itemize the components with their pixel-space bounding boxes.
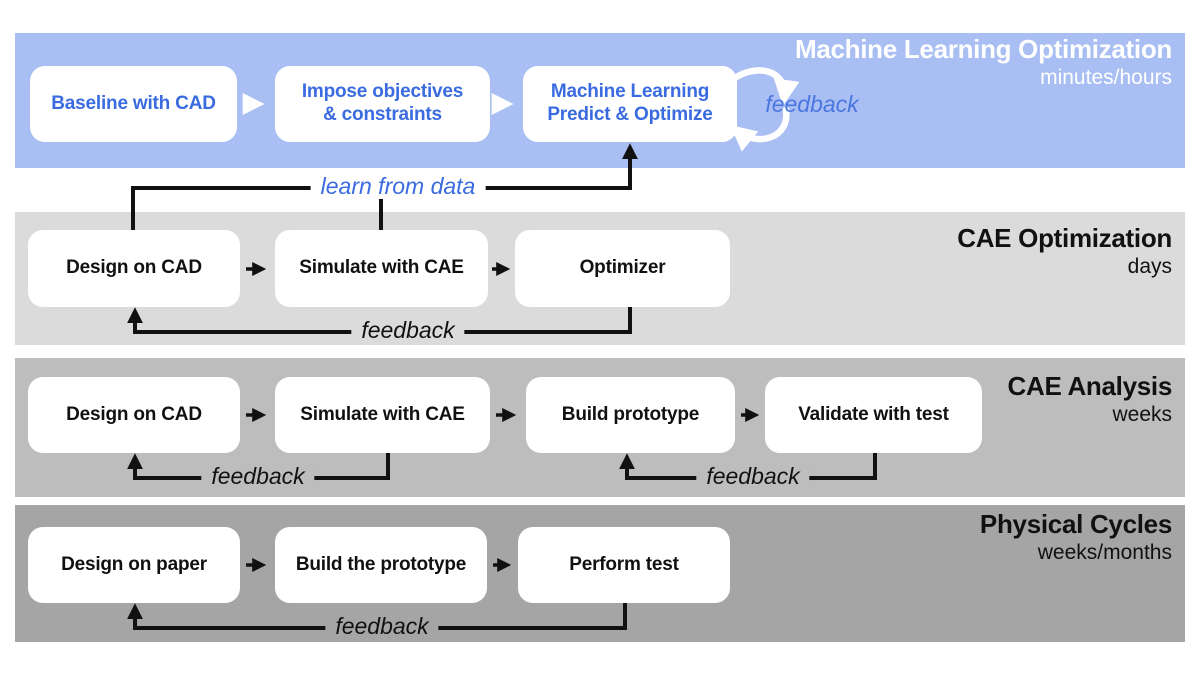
node-build-the-prototype: Build the prototype [275, 527, 487, 603]
cae-opt-feedback-label: feedback [351, 317, 465, 344]
node-design-on-cad-analysis: Design on CAD [28, 377, 240, 453]
node-build-prototype: Build prototype [526, 377, 735, 453]
cae-analysis-feedback-left-label: feedback [201, 463, 315, 490]
band-title: Physical Cycles [979, 509, 1172, 539]
node-ml-predict-optimize: Machine Learning Predict & Optimize [523, 66, 737, 142]
band-heading: CAE Analysis weeks [1007, 371, 1173, 427]
learn-from-data-label: learn from data [310, 173, 486, 200]
physical-feedback-label: feedback [325, 613, 439, 640]
node-design-on-cad-opt: Design on CAD [28, 230, 240, 307]
node-baseline-with-cad: Baseline with CAD [30, 66, 237, 142]
band-heading: Physical Cycles weeks/months [979, 509, 1172, 565]
cae-analysis-feedback-right-label: feedback [696, 463, 810, 490]
band-title: CAE Analysis [1007, 371, 1173, 401]
band-heading: CAE Optimization days [957, 223, 1172, 279]
band-heading: Machine Learning Optimization minutes/ho… [795, 34, 1172, 90]
node-optimizer: Optimizer [515, 230, 730, 307]
band-subtitle: minutes/hours [1040, 66, 1172, 90]
ml-feedback-label: feedback [765, 91, 859, 117]
node-design-on-paper: Design on paper [28, 527, 240, 603]
band-subtitle: weeks/months [1037, 541, 1172, 565]
node-validate-with-test: Validate with test [765, 377, 982, 453]
node-simulate-with-cae-opt: Simulate with CAE [275, 230, 488, 307]
band-subtitle: days [1127, 255, 1172, 279]
node-simulate-with-cae-analysis: Simulate with CAE [275, 377, 490, 453]
node-perform-test: Perform test [518, 527, 730, 603]
band-title: Machine Learning Optimization [795, 34, 1172, 64]
node-impose-objectives-constraints: Impose objectives & constraints [275, 66, 490, 142]
band-subtitle: weeks [1112, 403, 1172, 427]
band-title: CAE Optimization [957, 223, 1172, 253]
